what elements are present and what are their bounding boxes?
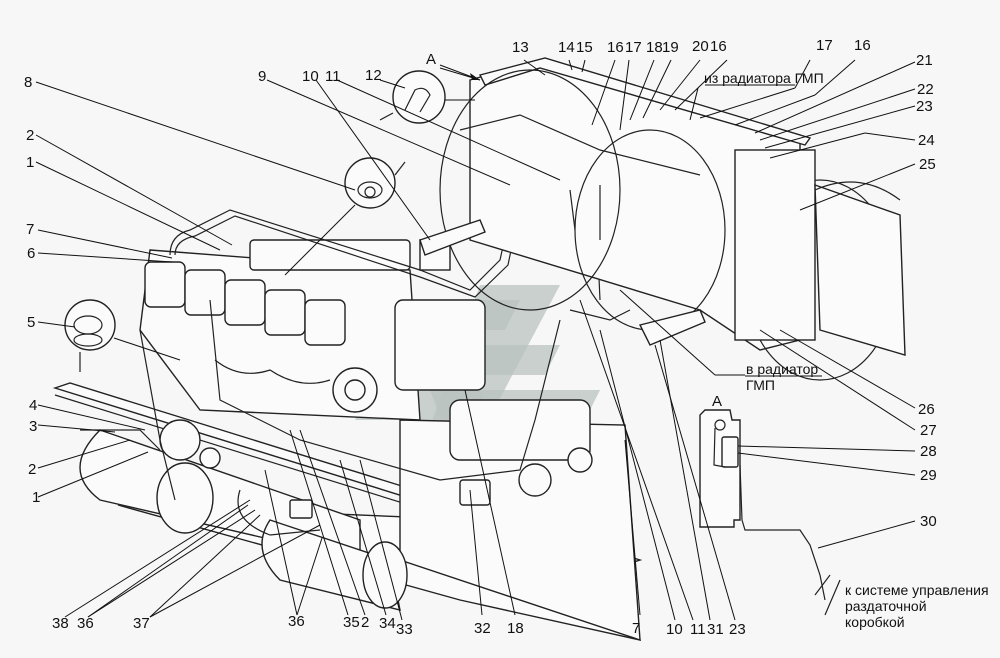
- callout-25: 25: [919, 156, 936, 173]
- callout-6: 6: [27, 245, 35, 262]
- callout-16-a: 16: [607, 39, 624, 56]
- callout-18-bottom: 18: [507, 620, 524, 637]
- callout-22: 22: [917, 81, 934, 98]
- callout-16-c: 16: [854, 37, 871, 54]
- note-transfer-box-3: коробкой: [845, 614, 905, 630]
- callout-23: 23: [916, 98, 933, 115]
- note-to-gmp-radiator-1: в радиатор: [746, 361, 818, 377]
- callout-7: 7: [26, 221, 34, 238]
- receiver-tanks: [79, 429, 408, 611]
- callout-7-bottom: 7: [632, 620, 640, 637]
- callout-4: 4: [29, 397, 37, 414]
- callout-11-bottom: 11: [690, 621, 706, 638]
- callout-16-b: 16: [710, 38, 727, 55]
- callout-18: 18: [646, 39, 663, 56]
- detail-flange-5: [64, 299, 181, 372]
- radiator-fan-assembly: [419, 57, 906, 381]
- callout-8: 8: [24, 74, 32, 91]
- callout-11: 11: [325, 68, 341, 85]
- callout-30: 30: [920, 513, 937, 530]
- callout-1-lower: 1: [32, 489, 40, 506]
- callout-36-a: 36: [77, 615, 94, 632]
- callout-2: 2: [26, 127, 34, 144]
- callout-35: 35: [343, 614, 360, 631]
- callout-20: 20: [692, 38, 709, 55]
- callouts-bottom: 38 36 37 36 35 2 34 33 32 18 7 10 11 31 …: [52, 613, 746, 638]
- note-from-gmp-radiator: из радиатора ГМП: [704, 70, 824, 86]
- callouts-left: 8 2 1 7 6 5 4 3 2 1: [24, 74, 40, 506]
- callout-28: 28: [920, 443, 937, 460]
- view-marker-a: А: [426, 51, 436, 68]
- callout-29: 29: [920, 467, 937, 484]
- callout-9: 9: [258, 68, 266, 85]
- callout-17-b: 17: [816, 37, 833, 54]
- callout-2-lower: 2: [28, 461, 36, 478]
- callout-3: 3: [29, 418, 37, 435]
- callout-12: 12: [365, 67, 382, 84]
- callout-23-bottom: 23: [729, 621, 746, 638]
- callouts-right: 21 22 23 24 25 26 27 28 29 30: [916, 52, 937, 530]
- callout-10: 10: [302, 68, 319, 85]
- callout-27: 27: [920, 422, 937, 439]
- callout-33: 33: [396, 621, 413, 638]
- callout-31: 31: [707, 621, 724, 638]
- callout-13: 13: [512, 39, 529, 56]
- callout-26: 26: [918, 401, 935, 418]
- callout-15: 15: [576, 39, 593, 56]
- callout-14: 14: [558, 39, 575, 56]
- detail-flange-8: [284, 157, 406, 276]
- callout-19: 19: [662, 39, 679, 56]
- callouts-top: 9 10 11 12 13 14 15 16 17 18 19 20 16 17…: [258, 37, 871, 85]
- inset-marker-a: А: [712, 393, 722, 410]
- detail-flange-12: [379, 70, 475, 124]
- inset-a-panel: [699, 409, 841, 616]
- callout-36-b: 36: [288, 613, 305, 630]
- note-transfer-box-1: к системе управления: [845, 582, 989, 598]
- callout-1: 1: [26, 154, 34, 171]
- callout-34: 34: [379, 615, 396, 632]
- callout-24: 24: [918, 132, 935, 149]
- callout-37: 37: [133, 615, 150, 632]
- leader-lines: [35, 59, 916, 621]
- callout-38: 38: [52, 615, 69, 632]
- callout-17-a: 17: [625, 39, 642, 56]
- callout-5: 5: [27, 314, 35, 331]
- engine-block: [139, 239, 593, 519]
- callout-32: 32: [474, 620, 491, 637]
- callout-2-bottom: 2: [361, 614, 369, 631]
- callout-21: 21: [916, 52, 933, 69]
- note-to-gmp-radiator-2: ГМП: [746, 377, 775, 393]
- callout-10-bottom: 10: [666, 621, 683, 638]
- note-transfer-box-2: раздаточной: [845, 598, 927, 614]
